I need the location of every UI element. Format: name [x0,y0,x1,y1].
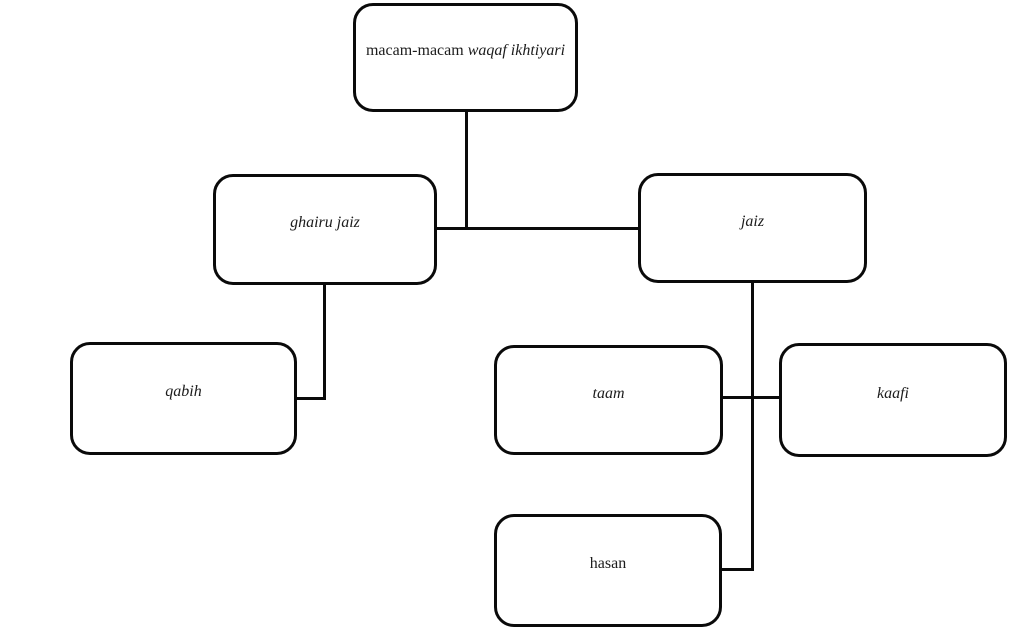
node-jaiz: jaiz [638,173,867,283]
node-label-regular: macam-macam [365,42,464,59]
connector-ghairu-jaiz-drop [323,285,326,400]
connector-to-hasan [722,568,754,571]
node-ghairu-jaiz: ghairu jaiz [213,174,437,285]
node-label-italic: waqaf ikhtiyari [467,42,566,59]
node-label: ghairu jaiz [290,214,360,231]
connector-taam-to-kaafi [723,396,779,399]
node-label: taam [592,384,625,402]
connector-to-qabih [297,397,326,400]
node-label: qabih [165,383,202,400]
node-qabih: qabih [70,342,297,455]
node-label: hasan [589,555,627,572]
node-root-macam-macam-waqaf-ikhtiyari: macam-macam waqaf ikhtiyari [353,3,578,112]
node-taam: taam [494,345,723,455]
node-label: macam-macam waqaf ikhtiyari [366,42,565,60]
connector-root-to-level1 [465,112,468,229]
node-kaafi: kaafi [779,343,1007,457]
node-label: kaafi [877,384,909,402]
connector-ghairu-jaiz-to-jaiz [437,227,638,230]
node-hasan: hasan [494,514,722,627]
node-label: jaiz [740,212,765,230]
connector-jaiz-drop [751,283,754,571]
